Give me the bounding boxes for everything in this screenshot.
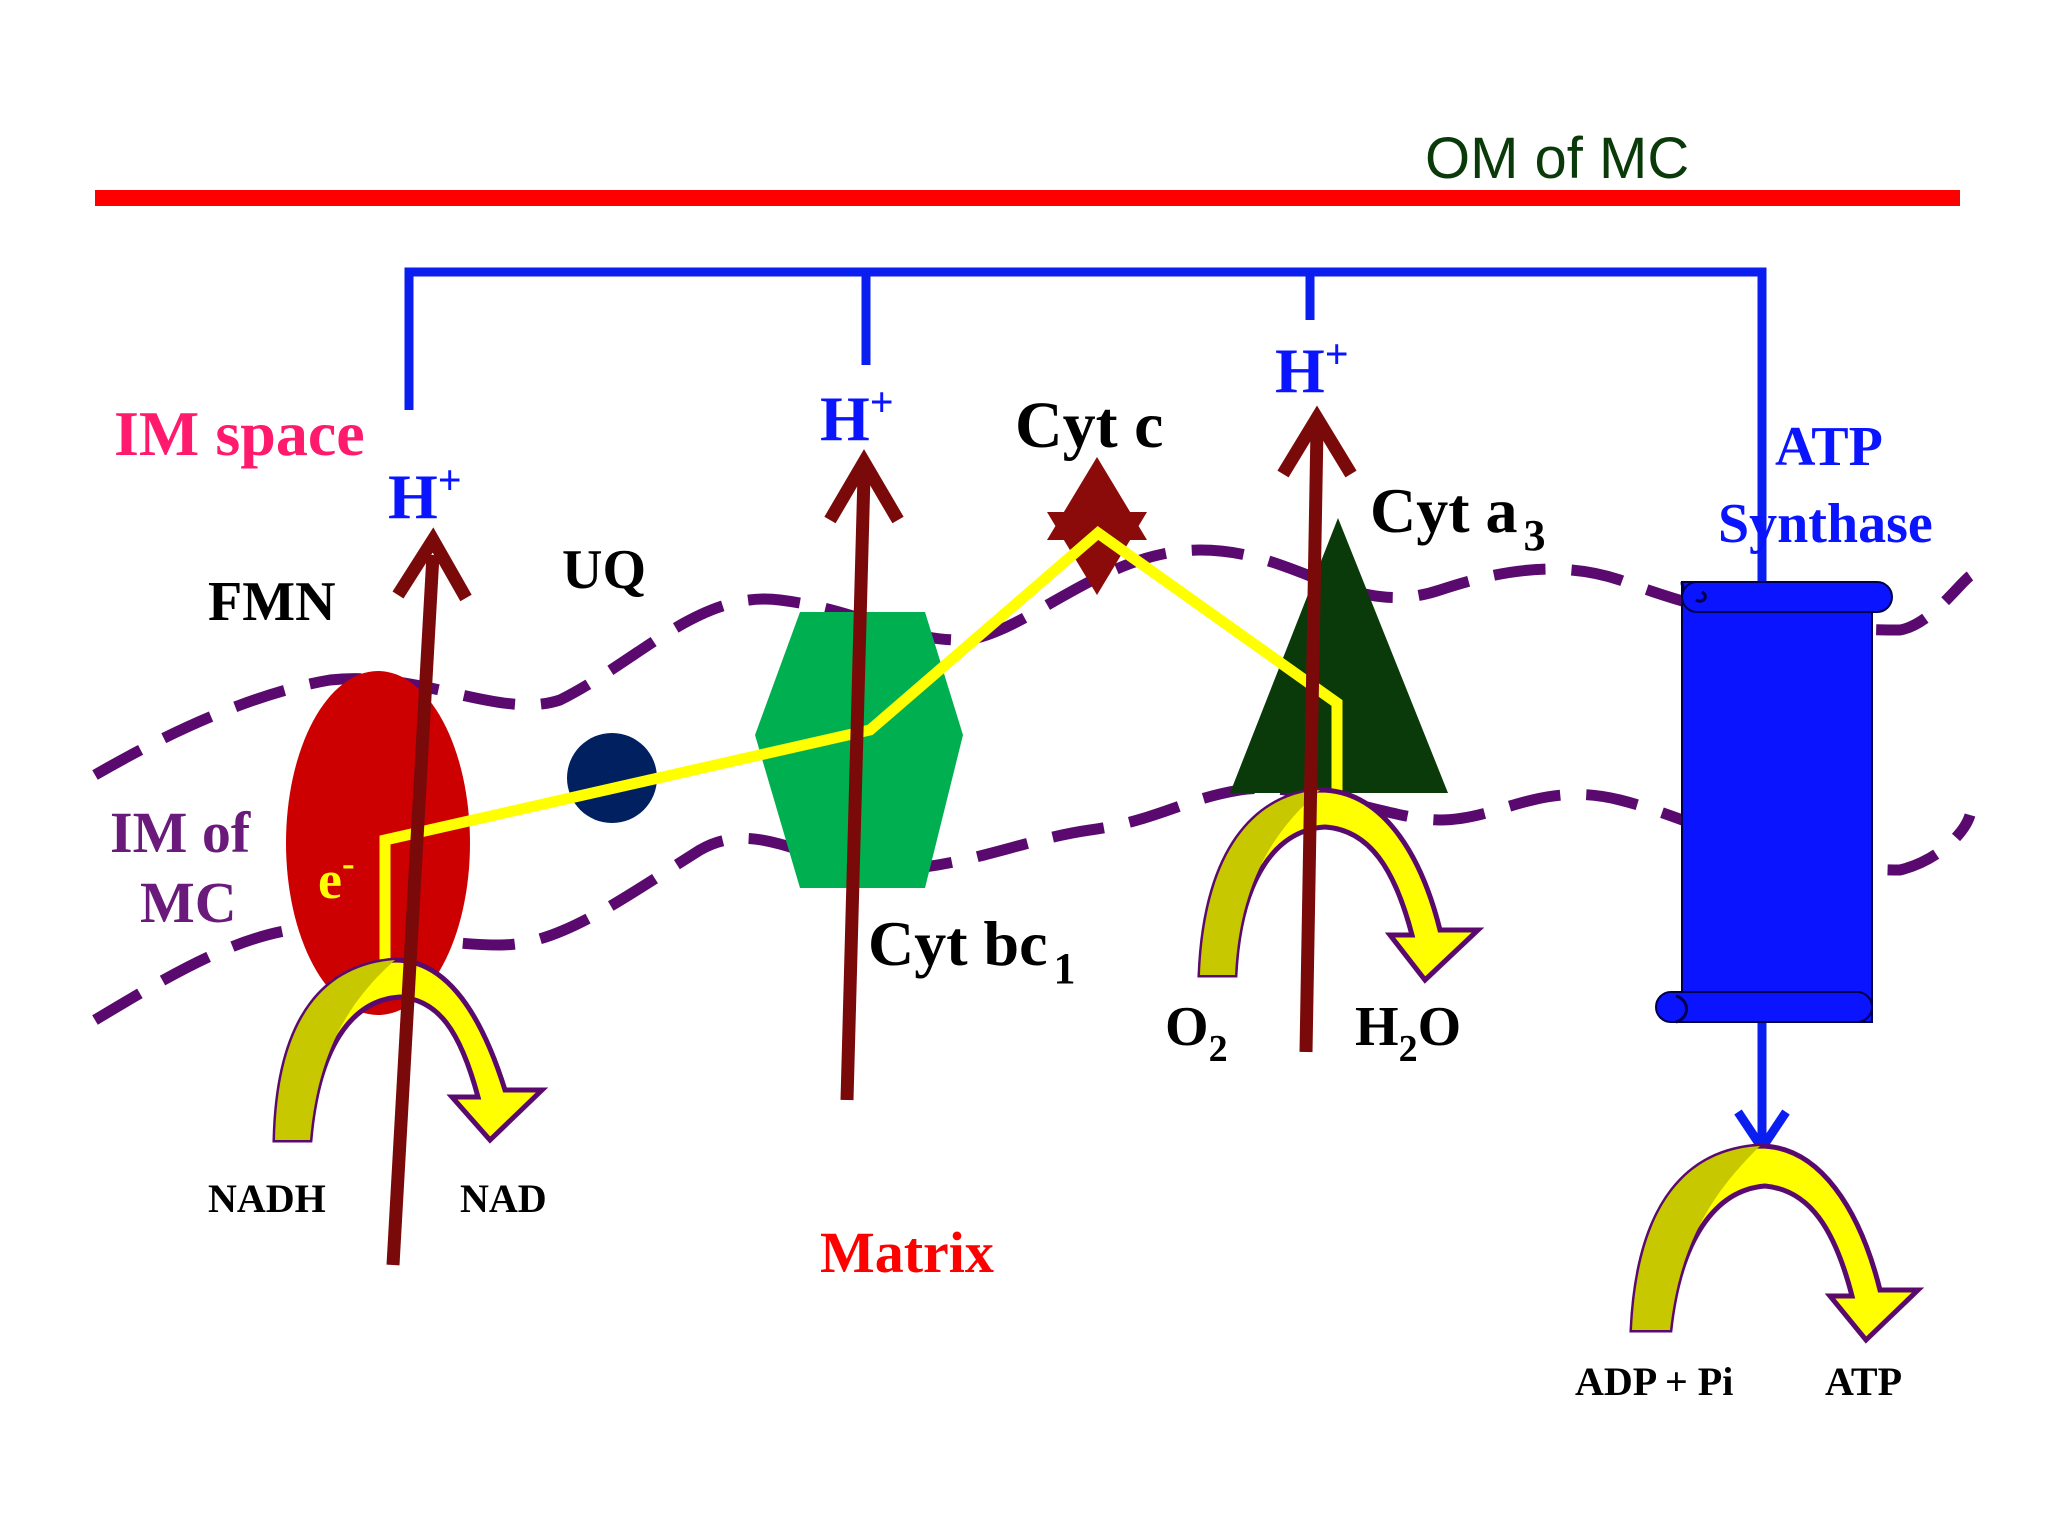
- proton-main: H: [388, 461, 438, 532]
- atp-synthase-label-line1: ATP: [1775, 416, 1883, 478]
- proton-label-complex-IV: H+: [1275, 332, 1349, 406]
- atp-synthase-label-line2: Synthase: [1718, 493, 1933, 555]
- h2o-o: O: [1418, 996, 1462, 1058]
- proton-pump-arrow-complex-III: [824, 449, 904, 1101]
- h2o-label: H2O: [1355, 996, 1461, 1070]
- o2-main: O: [1165, 996, 1209, 1058]
- complex-IV-cyt-a3-triangle: [1230, 518, 1448, 793]
- proton-superscript: +: [1325, 332, 1349, 378]
- cyt-bc1-subscript: 1: [1054, 944, 1076, 993]
- cyt-a3-main: Cyt a: [1370, 475, 1518, 546]
- proton-label-complex-III: H+: [820, 380, 894, 454]
- electron-main: e: [318, 850, 342, 910]
- atp-label: ATP: [1825, 1359, 1902, 1404]
- uq-label: UQ: [562, 539, 646, 601]
- nadh-to-nad-reaction-arrow: [272, 957, 549, 1144]
- electron-label: e-: [318, 843, 355, 910]
- matrix-label: Matrix: [820, 1220, 994, 1285]
- cyt-bc1-main: Cyt bc: [868, 908, 1048, 979]
- adp-to-atp-reaction-arrow: [1629, 1143, 1925, 1344]
- proton-pump-arrow-complex-I: [386, 527, 472, 1266]
- h2o-h: H: [1355, 996, 1399, 1058]
- electron-superscript: -: [342, 843, 355, 885]
- proton-label-complex-I: H+: [388, 458, 462, 532]
- outer-membrane-label: OM of MC: [1425, 126, 1689, 191]
- proton-pump-arrow-complex-IV: [1277, 405, 1357, 1053]
- nadh-label: NADH: [208, 1176, 326, 1221]
- proton-main: H: [1275, 335, 1325, 406]
- ubiquinone-circle: [567, 733, 657, 823]
- o2-subscript: 2: [1209, 1028, 1228, 1070]
- fmn-label: FMN: [208, 571, 336, 633]
- nad-label: NAD: [460, 1176, 547, 1221]
- cyt-c-label: Cyt c: [1015, 389, 1163, 462]
- proton-main: H: [820, 383, 870, 454]
- atp-synthase-scroll: [1655, 581, 1893, 1024]
- cyt-a3-subscript: 3: [1524, 511, 1546, 560]
- inner-membrane-label-line2: MC: [140, 870, 237, 935]
- adp-pi-label: ADP + Pi: [1575, 1359, 1733, 1404]
- cyt-c-star: [1047, 457, 1147, 595]
- h2o-subscript: 2: [1399, 1028, 1418, 1070]
- proton-superscript: +: [870, 380, 894, 426]
- proton-superscript: +: [438, 458, 462, 504]
- o2-to-h2o-reaction-arrow: [1197, 787, 1485, 984]
- o2-label: O2: [1165, 996, 1228, 1070]
- im-space-label: IM space: [114, 398, 365, 469]
- electron-flow-path: [379, 526, 1343, 960]
- inner-membrane-label-line1: IM of: [110, 800, 251, 865]
